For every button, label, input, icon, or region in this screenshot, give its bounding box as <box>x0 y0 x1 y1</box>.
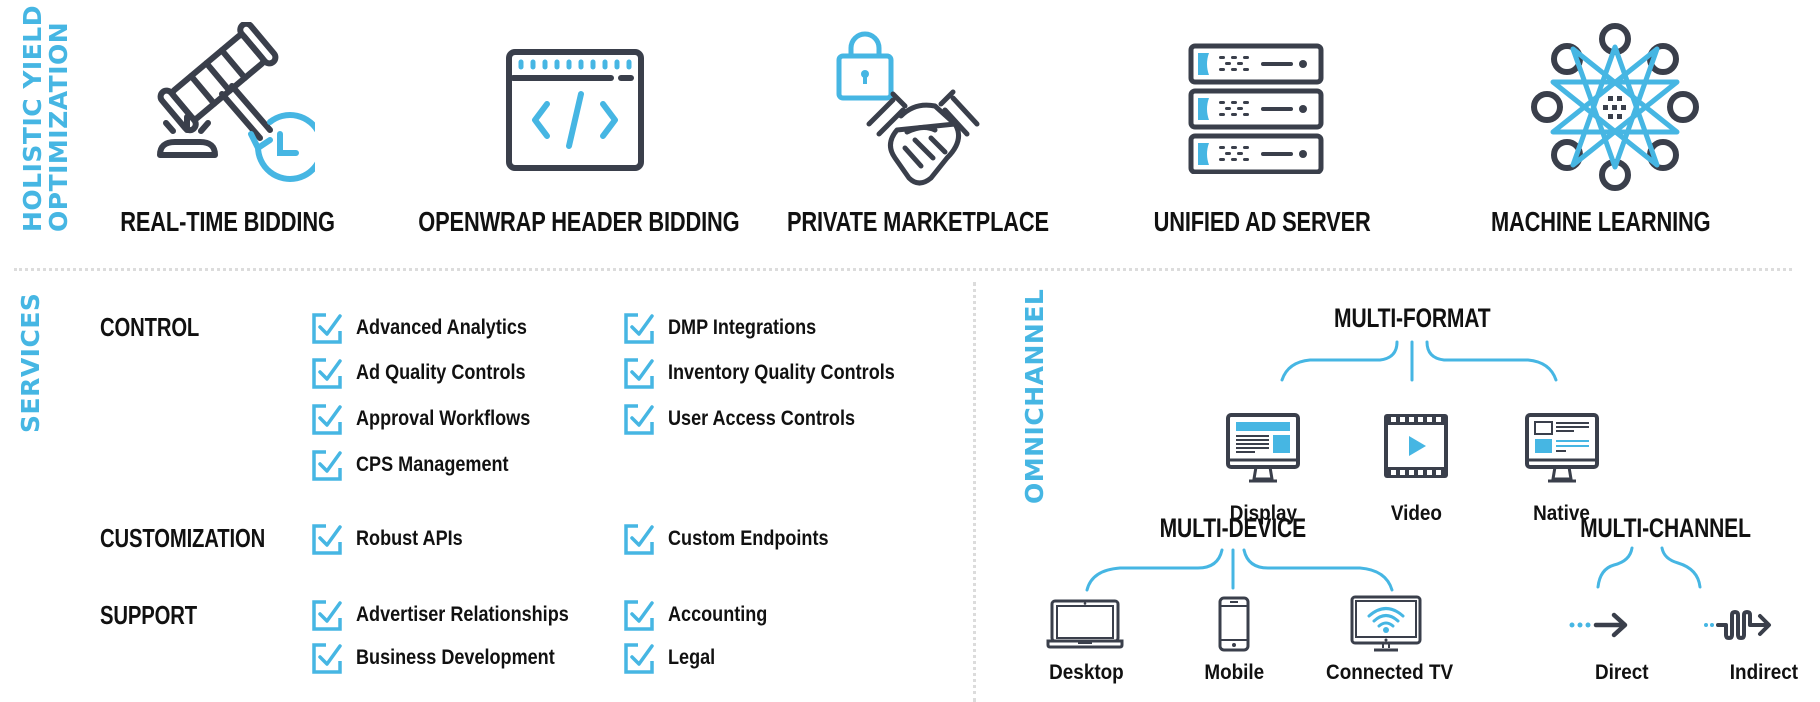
checklist-item: Business Development <box>310 641 587 675</box>
connected-tv-icon <box>1350 595 1422 652</box>
checklist-item-label: User Access Controls <box>668 407 856 430</box>
checklist-item: Inventory Quality Controls <box>622 356 932 390</box>
format-label-native: Native <box>1533 502 1591 525</box>
checkmark-box-icon <box>310 641 344 675</box>
group-label-customization: CUSTOMIZATION <box>100 523 266 553</box>
device-label-desktop: Desktop <box>1048 661 1124 684</box>
group-label-support: SUPPORT <box>100 600 197 630</box>
smartphone-icon <box>1218 596 1250 652</box>
device-label-connected-tv: Connected TV <box>1326 661 1454 684</box>
multi-device-heading: MULTI-DEVICE <box>1159 513 1307 543</box>
checklist-item: DMP Integrations <box>622 311 840 345</box>
checkmark-box-icon <box>310 356 344 390</box>
holistic-title-line2: OPTIMIZATION <box>44 21 73 232</box>
gavel-clock-icon <box>157 22 315 182</box>
checklist-item-label: Approval Workflows <box>356 407 531 430</box>
services-title: SERVICES <box>16 292 45 433</box>
checklist-item: Legal <box>622 641 723 675</box>
multi-format-connectors <box>1280 340 1558 382</box>
checkmark-box-icon <box>310 598 344 632</box>
checklist-item: Custom Endpoints <box>622 522 855 556</box>
checklist-item: Ad Quality Controls <box>310 356 553 390</box>
checkmark-box-icon <box>622 402 656 436</box>
indirect-arrow-icon <box>1704 610 1771 640</box>
format-label-video: Video <box>1390 502 1442 525</box>
native-monitor-icon <box>1525 413 1599 483</box>
code-window-icon <box>506 49 644 171</box>
laptop-icon <box>1046 599 1124 649</box>
neural-network-icon <box>1531 23 1699 191</box>
multi-device-connectors <box>1085 548 1394 592</box>
checkmark-box-icon <box>310 311 344 345</box>
vertical-divider <box>973 282 976 702</box>
group-label-control: CONTROL <box>100 312 200 342</box>
lock-handshake-icon <box>836 31 980 186</box>
video-film-icon <box>1384 414 1448 478</box>
channel-label-direct: Direct <box>1595 661 1649 684</box>
checklist-item: Advanced Analytics <box>310 311 555 345</box>
feature-label-unified-ad-server: UNIFIED AD SERVER <box>1153 206 1371 237</box>
feature-label-private-marketplace: PRIVATE MARKETPLACE <box>787 206 1049 237</box>
checklist-item-label: Ad Quality Controls <box>356 361 526 384</box>
multi-channel-connectors <box>1596 546 1702 589</box>
checkmark-box-icon <box>310 448 344 482</box>
checklist-item: Advertiser Relationships <box>310 598 603 632</box>
channel-label-indirect: Indirect <box>1729 661 1799 684</box>
horizontal-divider <box>14 268 1792 271</box>
checkmark-box-icon <box>310 522 344 556</box>
omnichannel-title: OMNICHANNEL <box>1020 288 1049 504</box>
format-label-display: Display <box>1229 502 1297 525</box>
checklist-item-label: Legal <box>668 646 716 669</box>
multi-channel-heading: MULTI-CHANNEL <box>1579 513 1751 543</box>
checkmark-box-icon <box>622 598 656 632</box>
checklist-item: Approval Workflows <box>310 402 559 436</box>
checklist-item-label: Advanced Analytics <box>356 316 527 339</box>
server-rack-icon <box>1188 43 1324 174</box>
feature-label-machine-learning: MACHINE LEARNING <box>1491 206 1711 237</box>
checklist-item-label: Robust APIs <box>356 527 463 550</box>
device-label-mobile: Mobile <box>1204 661 1264 684</box>
checklist-item-label: Advertiser Relationships <box>356 603 569 626</box>
checklist-item-label: DMP Integrations <box>668 316 817 339</box>
holistic-title-line1: HOLISTIC YIELD <box>18 5 47 232</box>
checklist-item-label: Inventory Quality Controls <box>668 361 895 384</box>
checklist-item-label: Custom Endpoints <box>668 527 829 550</box>
multi-format-heading: MULTI-FORMAT <box>1333 303 1491 333</box>
holistic-yield-title: HOLISTIC YIELD OPTIMIZATION <box>18 5 76 232</box>
display-monitor-icon <box>1226 413 1300 483</box>
checklist-item: Robust APIs <box>310 522 480 556</box>
checklist-item-label: Accounting <box>668 603 768 626</box>
feature-label-real-time-bidding: REAL-TIME BIDDING <box>120 206 336 237</box>
checklist-item: CPS Management <box>310 448 533 482</box>
checklist-item-label: CPS Management <box>356 453 509 476</box>
checkmark-box-icon <box>622 311 656 345</box>
checkmark-box-icon <box>622 641 656 675</box>
checkmark-box-icon <box>310 402 344 436</box>
feature-label-openwrap-header-bidding: OPENWRAP HEADER BIDDING <box>418 206 740 237</box>
checklist-item-label: Business Development <box>356 646 555 669</box>
direct-arrow-icon <box>1569 612 1628 638</box>
checklist-item: User Access Controls <box>622 402 885 436</box>
checklist-item: Accounting <box>622 598 784 632</box>
checkmark-box-icon <box>622 522 656 556</box>
checkmark-box-icon <box>622 356 656 390</box>
